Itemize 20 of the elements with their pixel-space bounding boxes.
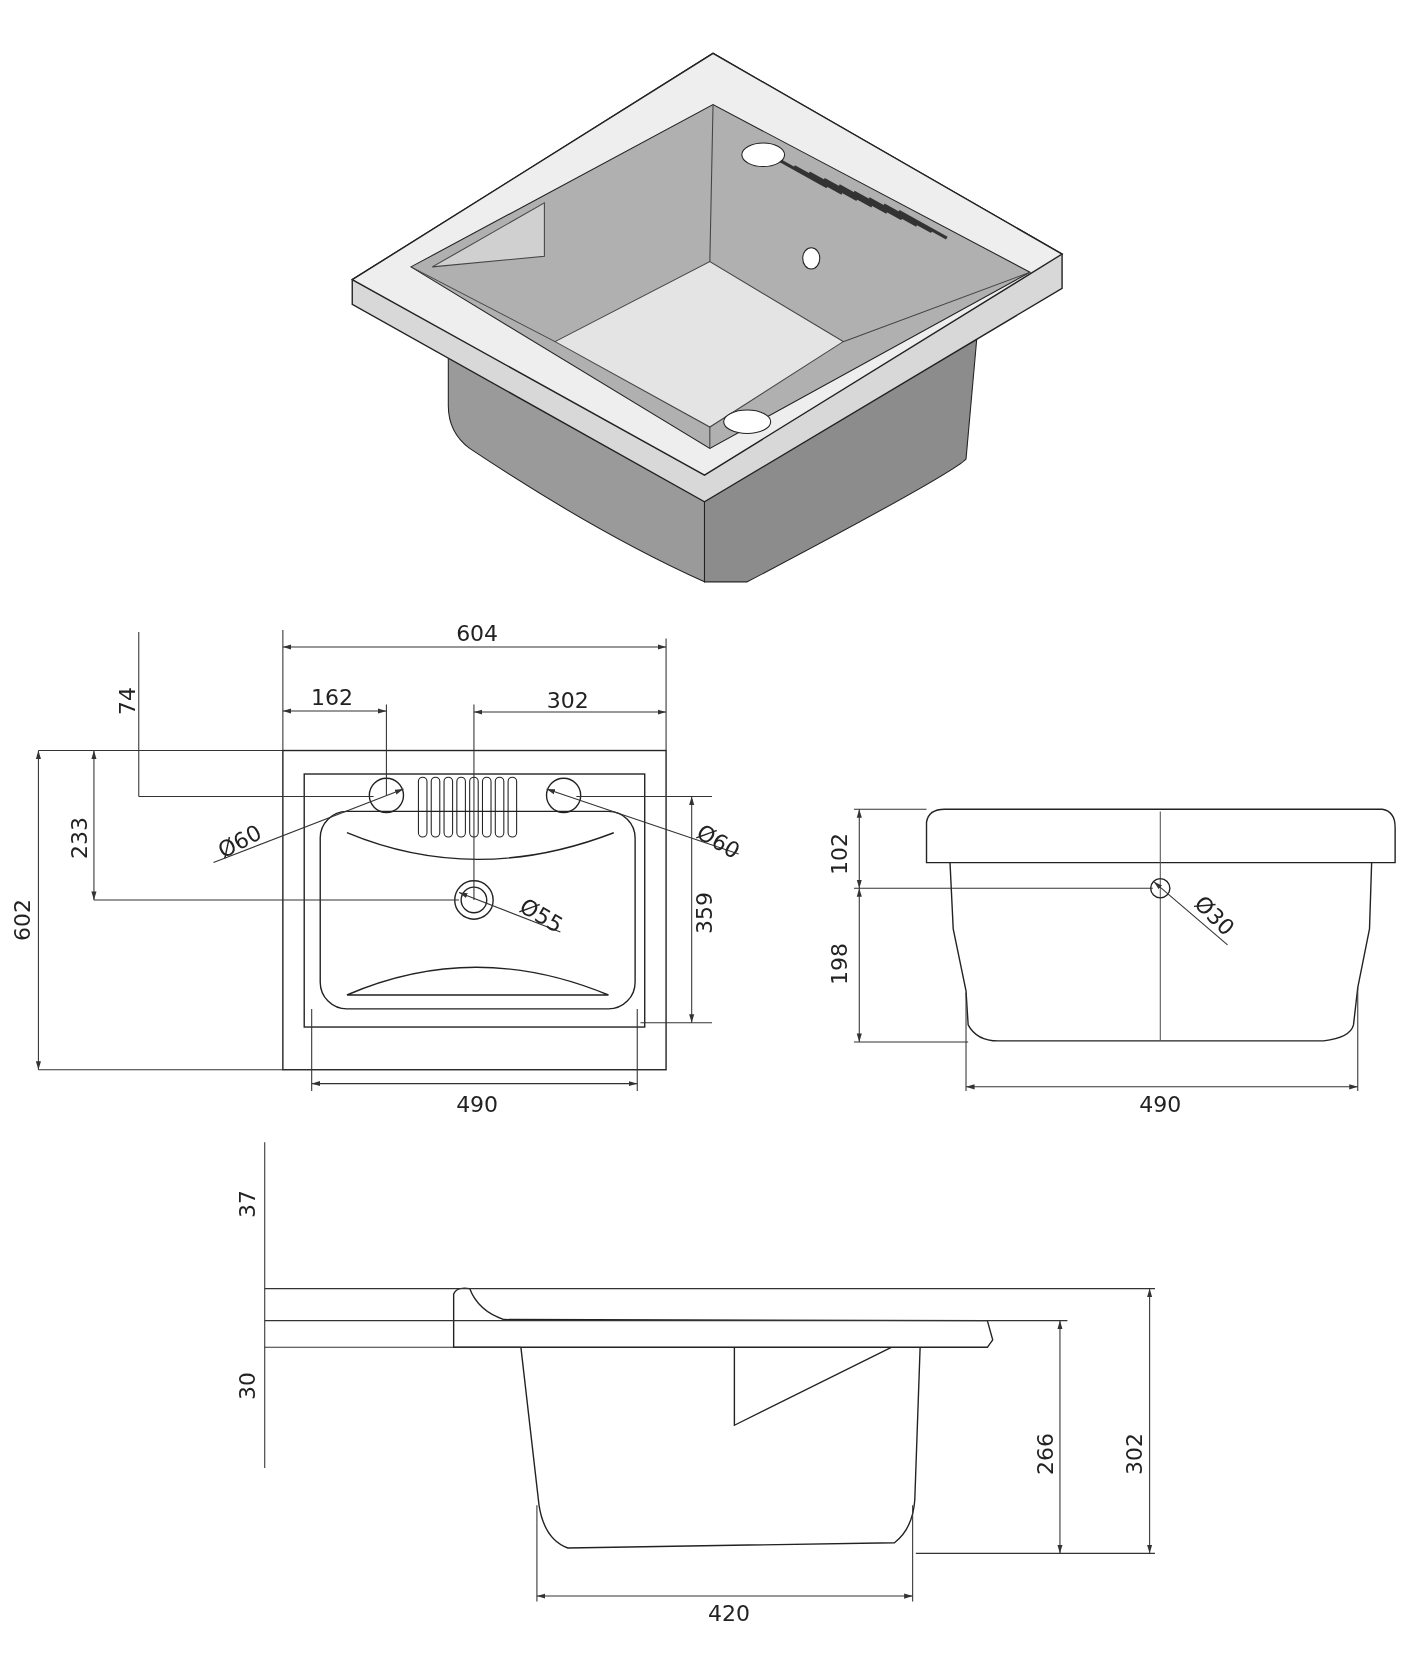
dimension-label: 302 xyxy=(1123,1433,1146,1476)
dimension-label: Ø55 xyxy=(516,895,567,937)
dimension-label: 233 xyxy=(69,817,92,860)
dimension-label: Ø30 xyxy=(1189,892,1238,940)
dimension-label: Ø60 xyxy=(693,821,744,864)
dimension-label: 420 xyxy=(708,1603,751,1626)
dimension-label: 302 xyxy=(546,690,589,713)
dimension-label: Ø60 xyxy=(215,822,266,863)
dimension-label: 359 xyxy=(693,891,716,934)
dimension-label: 102 xyxy=(829,833,852,876)
dimension-label: 30 xyxy=(236,1371,259,1400)
dimension-label: 37 xyxy=(236,1190,259,1219)
dimension-label: 198 xyxy=(829,943,852,986)
dimension-label: 266 xyxy=(1035,1433,1058,1476)
dimension-label: 490 xyxy=(1139,1093,1182,1116)
dimension-label: 602 xyxy=(12,899,35,942)
dimension-label: 74 xyxy=(117,687,140,716)
dimension-label: 604 xyxy=(456,623,499,646)
dimension-label: 162 xyxy=(310,687,353,710)
dimension-label: 490 xyxy=(456,1093,499,1116)
